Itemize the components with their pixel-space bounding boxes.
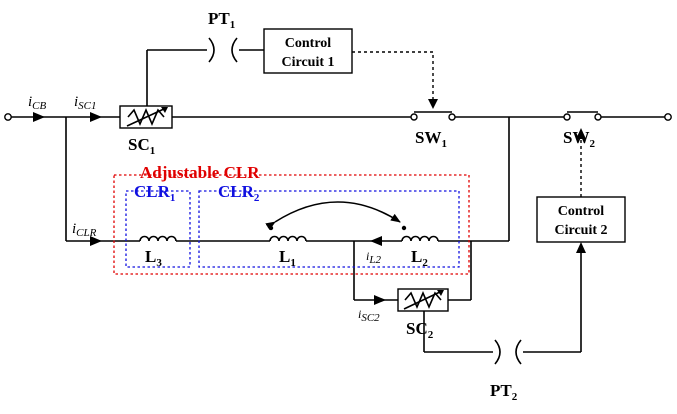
sc1-label: SC1 [128, 135, 155, 157]
sw1-label: SW1 [415, 128, 447, 150]
clr2-label: CLR2 [218, 182, 260, 204]
icb-arrow [33, 112, 45, 122]
l1-polarity-dot [268, 225, 274, 231]
sw2-switch [563, 111, 602, 121]
clr1-label: CLR1 [134, 182, 175, 204]
adjustable-clr-region [113, 174, 470, 275]
l1-coil [269, 235, 307, 242]
clr-branch-wiring [65, 117, 510, 242]
pt2-label: PT2 [490, 381, 518, 403]
control-circuit-1-box [263, 28, 353, 74]
adjustable-clr-label: Adjustable CLR [140, 163, 260, 182]
pt1-wiring [146, 49, 264, 106]
clr2-region [198, 190, 460, 268]
iclr-arrow [90, 236, 102, 246]
l2-label: L2 [411, 247, 428, 269]
sc1-element [119, 105, 173, 129]
sw2-label: SW2 [563, 128, 595, 150]
l3-label: L3 [145, 247, 162, 269]
isc2-label: iSC2 [358, 307, 380, 324]
mutual-coupling-arc [265, 201, 401, 231]
il2-arrow [370, 236, 382, 246]
pt1-label: PT1 [208, 9, 235, 31]
control-circuit-1-line2: Circuit 1 [281, 55, 334, 70]
control1-dashed-link [352, 51, 434, 100]
isc1-label: iSC1 [74, 94, 97, 112]
l3-coil [139, 235, 177, 242]
pt2-transformer [494, 339, 522, 365]
sc2-label: SC2 [406, 319, 434, 341]
output-terminal [664, 113, 672, 121]
icb-label: iCB [28, 94, 47, 112]
isc1-arrow [90, 112, 102, 122]
pt2-wiring [423, 252, 582, 353]
control-circuit-2-line2: Circuit 2 [554, 223, 607, 238]
clr1-region [125, 190, 191, 268]
il2-label: iL2 [366, 249, 381, 266]
l2-polarity-dot [401, 225, 407, 231]
iclr-label: iCLR [72, 221, 97, 239]
l1-label: L1 [279, 247, 296, 269]
input-terminal [4, 113, 12, 121]
pt1-transformer [208, 37, 238, 63]
sc2-element [397, 288, 449, 312]
l2-coil [401, 235, 439, 242]
control-circuit-1-line1: Control [285, 36, 332, 51]
control-circuit-2-line1: Control [558, 204, 605, 219]
sw1-switch [410, 111, 456, 121]
isc2-arrow [374, 295, 386, 305]
